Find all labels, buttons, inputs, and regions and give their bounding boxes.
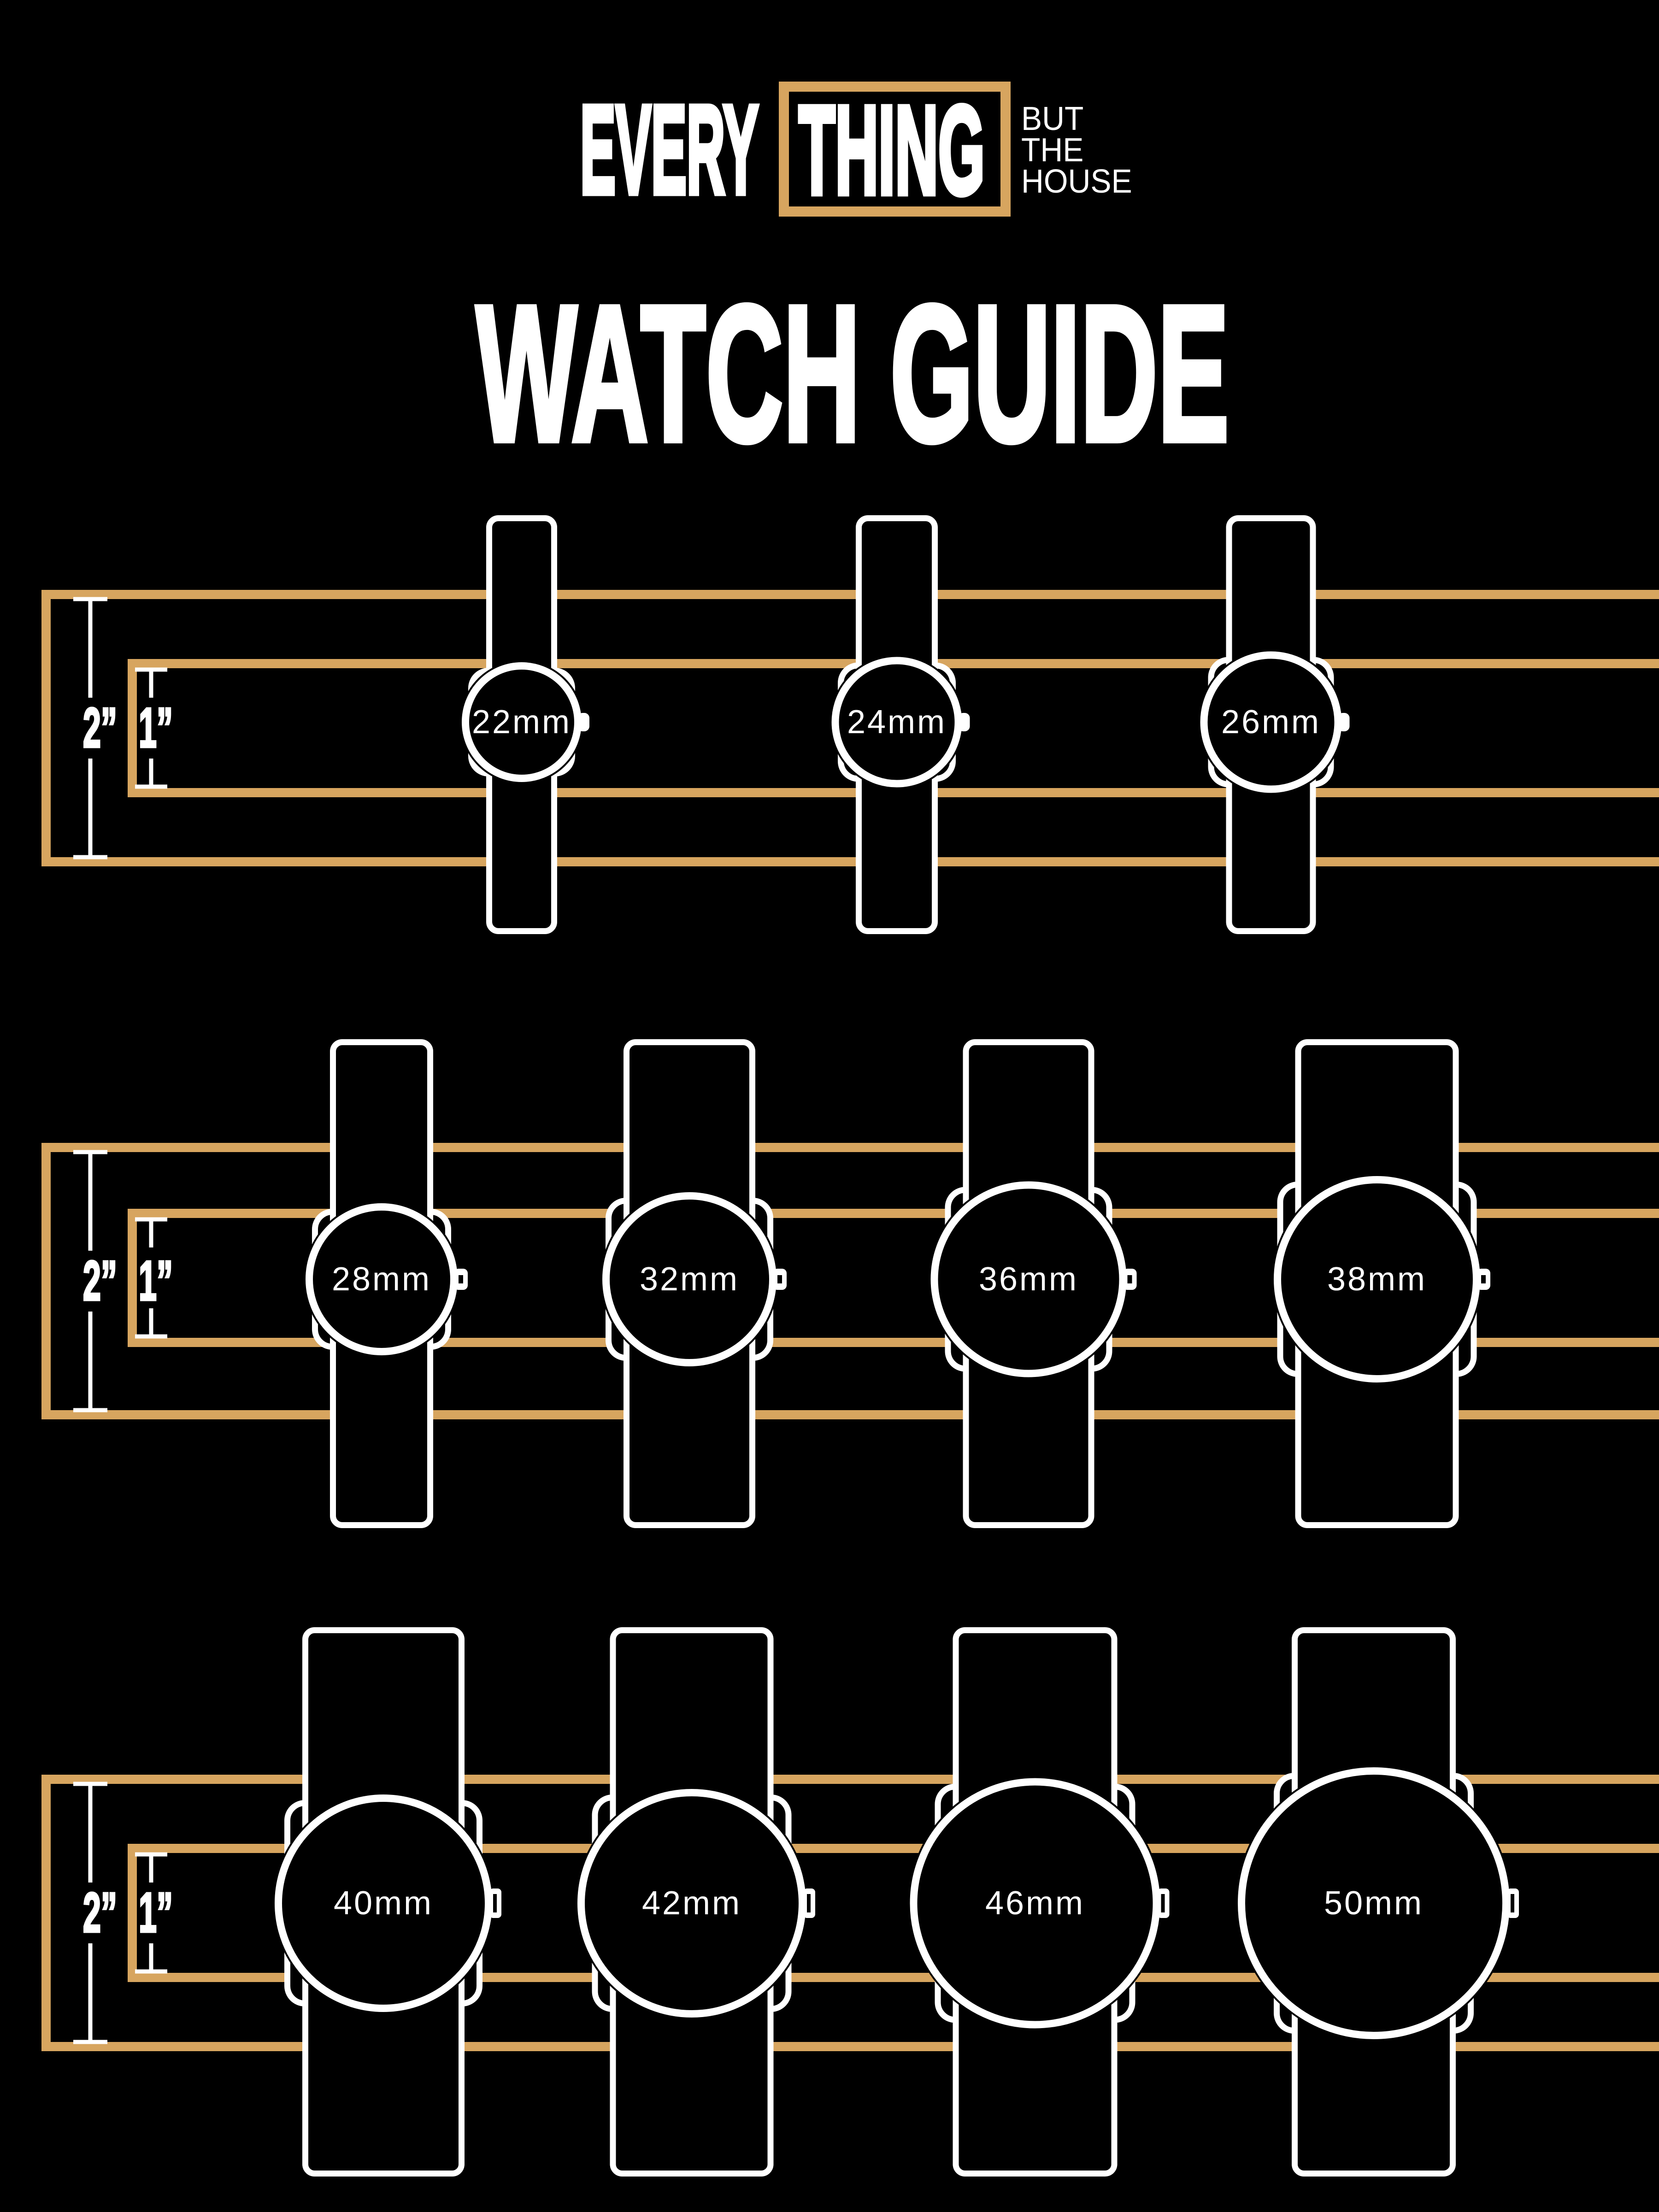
svg-text:2”: 2”: [83, 1882, 117, 1944]
svg-text:28mm: 28mm: [332, 1261, 431, 1298]
svg-text:THE: THE: [1021, 131, 1083, 168]
svg-text:38mm: 38mm: [1327, 1261, 1427, 1298]
svg-text:22mm: 22mm: [472, 704, 571, 741]
svg-text:HOUSE: HOUSE: [1021, 163, 1132, 200]
svg-text:EVERY: EVERY: [580, 80, 759, 220]
svg-text:24mm: 24mm: [847, 704, 947, 741]
svg-text:26mm: 26mm: [1221, 704, 1321, 741]
svg-text:1”: 1”: [139, 697, 173, 759]
svg-text:46mm: 46mm: [985, 1885, 1085, 1922]
svg-text:2”: 2”: [83, 1250, 117, 1312]
svg-text:THING: THING: [799, 80, 985, 221]
svg-text:50mm: 50mm: [1324, 1885, 1424, 1922]
svg-text:42mm: 42mm: [642, 1885, 741, 1922]
svg-text:32mm: 32mm: [640, 1261, 739, 1298]
svg-text:36mm: 36mm: [979, 1261, 1078, 1298]
svg-text:WATCH GUIDE: WATCH GUIDE: [476, 265, 1229, 482]
svg-text:2”: 2”: [83, 697, 117, 759]
svg-text:1”: 1”: [139, 1882, 173, 1944]
svg-text:BUT: BUT: [1021, 100, 1083, 137]
svg-text:40mm: 40mm: [334, 1885, 433, 1922]
svg-text:1”: 1”: [139, 1250, 173, 1312]
